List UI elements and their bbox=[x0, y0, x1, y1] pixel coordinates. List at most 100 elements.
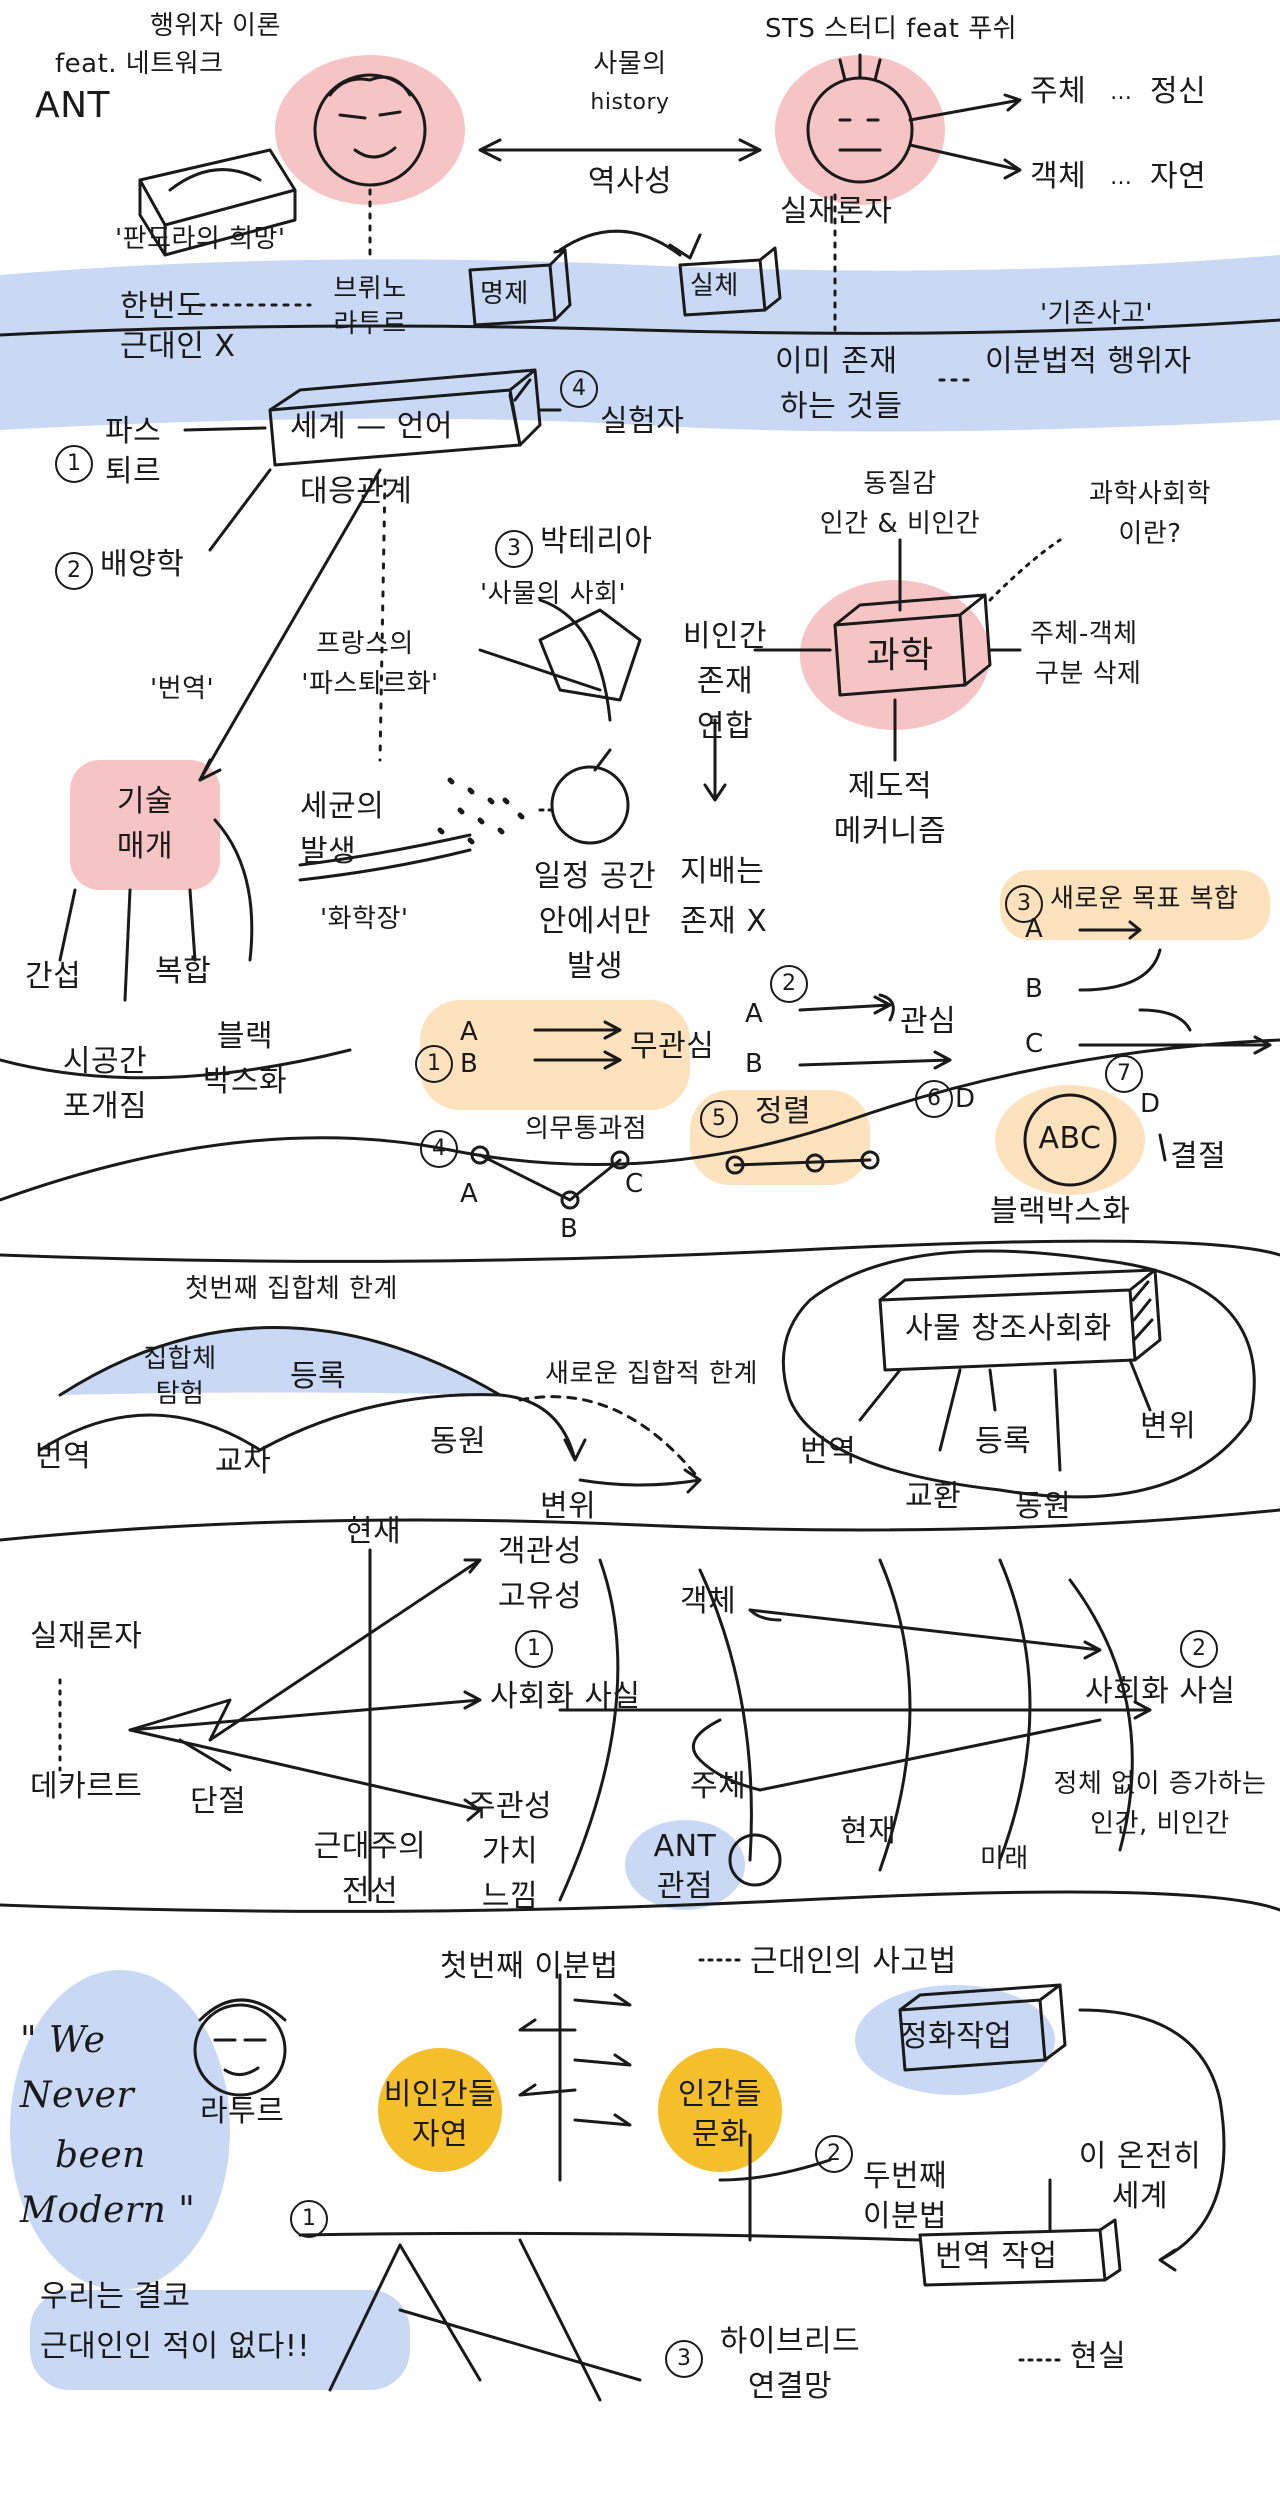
displacement-label: 변위 bbox=[540, 1489, 597, 1524]
tech-mediation-1: 기술 bbox=[116, 784, 174, 819]
interference-label: 간섭 bbox=[25, 959, 82, 994]
latour-portrait-highlight bbox=[275, 55, 465, 205]
rupture-label: 단절 bbox=[190, 1784, 247, 1819]
space-1: 일정 공간 bbox=[533, 859, 657, 894]
latour-name-1: 브뤼노 bbox=[333, 274, 407, 304]
blackboxing-label: 블랙박스화 bbox=[990, 1194, 1131, 1229]
realist-portrait-highlight bbox=[775, 55, 945, 205]
france-2: '파스퇴르화' bbox=[301, 669, 439, 699]
node-a-2: A bbox=[745, 999, 764, 1029]
divider-3 bbox=[0, 1508, 1280, 1542]
socialization-1: 사회화 사실 bbox=[490, 1679, 641, 1714]
subjective-2: 가치 bbox=[481, 1834, 539, 1869]
mobilize-label: 동원 bbox=[430, 1424, 487, 1459]
actor-theory-title: 행위자 이론 bbox=[150, 11, 281, 41]
first-collective-limit: 첫번째 집합체 한계 bbox=[185, 1274, 398, 1304]
reality-label: 현실 bbox=[1070, 2339, 1127, 2374]
step-2-interest: 2 bbox=[770, 965, 808, 1003]
step-4-obligatory: 4 bbox=[420, 1130, 458, 1168]
step-6: 6 bbox=[915, 1080, 953, 1118]
homogeneity-2: 인간 & 비인간 bbox=[819, 509, 981, 539]
node-a-4: A bbox=[460, 1179, 479, 1209]
second-dualism-1: 두번째 bbox=[862, 2159, 948, 2194]
new-goal: 새로운 목표 복합 bbox=[1050, 884, 1239, 914]
spacetime-2: 포개짐 bbox=[62, 1089, 148, 1124]
germ-2: 발생 bbox=[300, 834, 357, 869]
ant-view-2: 관점 bbox=[656, 1869, 714, 1904]
culture-studies: 배양학 bbox=[100, 547, 185, 582]
hybrid-2: 연결망 bbox=[747, 2369, 833, 2404]
dots-1: … bbox=[1110, 80, 1133, 105]
collective-2: 탐험 bbox=[155, 1379, 205, 1409]
present-label: 현재 bbox=[345, 1514, 402, 1549]
spirit-label: 정신 bbox=[1150, 74, 1207, 109]
node-b-1: B bbox=[460, 1049, 479, 1079]
step-2-socialization: 2 bbox=[1180, 1630, 1218, 1668]
degree-1: 정체 없이 증가하는 bbox=[1053, 1769, 1267, 1799]
step-2-culture: 2 bbox=[55, 552, 93, 590]
sts-study-title: STS 스터디 feat 푸쉬 bbox=[765, 14, 1018, 44]
quote-modern: Modern " bbox=[20, 2190, 196, 2231]
subject-label-5: 주체 bbox=[690, 1769, 747, 1804]
abc-highlight bbox=[995, 1085, 1145, 1195]
box-displacement: 변위 bbox=[1140, 1409, 1197, 1444]
network-subtitle: feat. 네트워크 bbox=[55, 49, 224, 79]
translation-work: 번역 작업 bbox=[935, 2239, 1058, 2274]
already-exist-1: 이미 존재 bbox=[775, 344, 898, 379]
step-4-top: 4 bbox=[560, 370, 598, 408]
ant-view-highlight bbox=[625, 1820, 745, 1910]
alignment-label: 정렬 bbox=[755, 1094, 812, 1129]
first-dualism: 첫번째 이분법 bbox=[440, 1949, 619, 1984]
institution-2: 메커니즘 bbox=[833, 814, 947, 849]
pasteur-1: 파스 bbox=[105, 414, 162, 449]
subject-object-2: 구분 삭제 bbox=[1035, 659, 1142, 689]
germ-dots bbox=[437, 777, 525, 845]
connect-label: 결절 bbox=[1170, 1139, 1227, 1174]
node-b-4: B bbox=[560, 1214, 579, 1244]
chemistry-field: '화학장' bbox=[320, 904, 409, 934]
human-culture-1: 인간들 bbox=[677, 2077, 763, 2112]
things-label: 사물의 bbox=[593, 49, 667, 79]
already-exist-2: 하는 것들 bbox=[780, 389, 903, 424]
myeongje-box-icon bbox=[468, 248, 572, 327]
top-band-line bbox=[0, 318, 1280, 337]
nonhuman-3: 연합 bbox=[696, 709, 754, 744]
step-1-irrelevant: 1 bbox=[415, 1045, 453, 1083]
korean-quote-2: 근대인인 적이 없다!! bbox=[40, 2329, 310, 2364]
france-1: 프랑스의 bbox=[316, 629, 414, 659]
abc-label: ABC bbox=[1038, 1121, 1102, 1156]
dualist-actor: 이분법적 행위자 bbox=[985, 344, 1192, 379]
nonhuman-nature-circle bbox=[378, 2048, 502, 2172]
institution-1: 제도적 bbox=[847, 769, 933, 804]
step-3-hybrid: 3 bbox=[665, 2340, 703, 2378]
history-label: history bbox=[590, 90, 670, 115]
modernism-2: 전선 bbox=[341, 1874, 399, 1909]
crossing-label: 교차 bbox=[215, 1444, 272, 1479]
register-label: 등록 bbox=[290, 1359, 347, 1394]
science-label: 과학 bbox=[866, 635, 934, 676]
interest-label: 관심 bbox=[900, 1004, 957, 1039]
germ-1: 세균의 bbox=[300, 789, 385, 824]
objectivity-1: 객관성 bbox=[497, 1534, 583, 1569]
dominance-label: 지배는 bbox=[680, 854, 765, 889]
step-1-dualism: 1 bbox=[290, 2200, 328, 2238]
subjective-1: 주관성 bbox=[467, 1789, 553, 1824]
node-d: D bbox=[1140, 1089, 1161, 1119]
translation-quote: '번역' bbox=[150, 674, 215, 704]
never-modern-label: 근대인 X bbox=[120, 329, 236, 364]
box-exchange: 교환 bbox=[905, 1479, 962, 1514]
irrelevant-label: 무관심 bbox=[630, 1029, 715, 1064]
divider-2 bbox=[0, 1239, 1280, 1263]
human-culture-2: 문화 bbox=[691, 2117, 749, 2152]
sci-sociology-1: 과학사회학 bbox=[1088, 479, 1212, 509]
present-label-2: 현재 bbox=[840, 1814, 897, 1849]
exist-x-label: 존재 X bbox=[680, 904, 768, 939]
collective-1: 집합체 bbox=[143, 1344, 217, 1374]
purification-box-icon bbox=[898, 1983, 1067, 2072]
modern-thought: 근대인의 사고법 bbox=[750, 1944, 957, 1979]
goal-b: B bbox=[1025, 974, 1044, 1004]
subject-label: 주체 bbox=[1030, 74, 1087, 109]
correspondence-label: 대응관계 bbox=[300, 474, 413, 509]
